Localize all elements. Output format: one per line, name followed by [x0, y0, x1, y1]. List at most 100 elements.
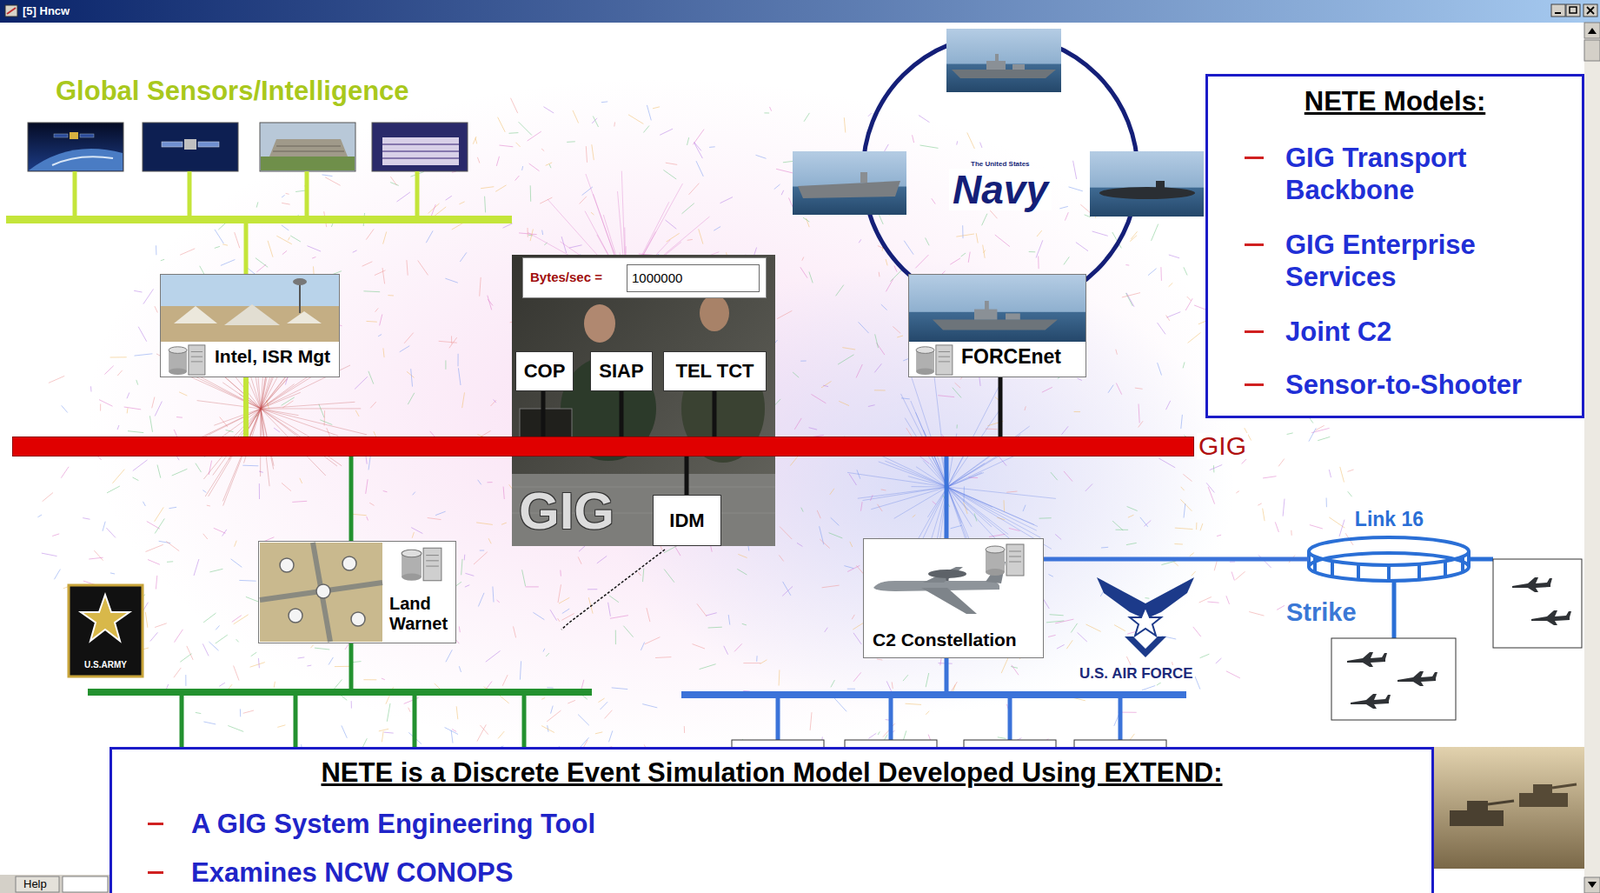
network-strand — [456, 705, 459, 719]
decoration — [1586, 6, 1594, 14]
network-strand — [1068, 186, 1083, 192]
decoration — [1554, 12, 1561, 14]
network-strand — [1145, 597, 1150, 599]
network-strand — [503, 223, 513, 228]
network-strand — [172, 468, 188, 476]
network-strand — [1290, 530, 1292, 536]
network-strand — [1160, 266, 1162, 281]
network-strand — [478, 479, 482, 485]
network-strand — [847, 688, 856, 690]
network-strand — [1055, 533, 1062, 539]
network-strand — [696, 160, 704, 177]
tank-picture — [1434, 746, 1585, 869]
network-strand — [479, 277, 482, 297]
service-label: TEL TCT — [675, 359, 754, 383]
network-strand — [572, 110, 579, 124]
bullet-row: GIG Transport Backbone — [1285, 141, 1570, 206]
network-strand — [352, 661, 362, 663]
network-strand — [412, 491, 416, 496]
network-strand — [425, 230, 433, 243]
network-strand — [48, 375, 65, 383]
network-strand — [281, 194, 286, 198]
network-strand — [493, 399, 497, 404]
network-strand — [705, 612, 718, 616]
network-strand — [558, 597, 570, 604]
network-strand — [1168, 282, 1174, 287]
network-strand — [863, 486, 949, 501]
network-strand — [643, 568, 644, 583]
network-strand — [282, 250, 287, 254]
network-strand — [215, 624, 220, 630]
text-slot: FORCEnet — [961, 345, 1062, 368]
text-slot: Intel, ISR Mgt — [214, 345, 331, 367]
network-strand — [106, 485, 120, 493]
network-strand — [920, 145, 939, 148]
datalink-ring: Link 16 — [1308, 507, 1470, 581]
decoration — [288, 608, 303, 623]
network-strand — [1086, 624, 1102, 631]
network-strand — [543, 106, 554, 113]
network-strand — [334, 665, 351, 667]
network-strand — [1214, 560, 1217, 571]
network-strand — [174, 629, 184, 643]
network-strand — [260, 407, 361, 409]
network-strand — [411, 368, 413, 386]
network-strand — [967, 132, 976, 150]
network-strand — [830, 679, 836, 687]
network-strand — [611, 687, 629, 690]
network-strand — [292, 500, 307, 502]
network-strand — [1195, 676, 1201, 690]
network-strand — [324, 410, 326, 426]
network-strand — [136, 379, 139, 386]
network-strand — [878, 461, 948, 487]
network-strand — [881, 304, 888, 311]
ship-picture — [908, 273, 1087, 378]
army-logo — [68, 584, 592, 750]
network-strand — [545, 652, 550, 657]
network-strand — [609, 595, 619, 603]
decoration — [1347, 651, 1388, 667]
network-strand — [1075, 242, 1089, 252]
network-strand — [176, 416, 183, 419]
network-strand — [947, 425, 1030, 487]
network-strand — [1317, 436, 1330, 440]
network-strand — [1077, 378, 1083, 380]
network-strand — [214, 229, 224, 244]
network-strand — [1166, 400, 1171, 410]
network-strand — [1138, 420, 1144, 427]
network-strand — [459, 252, 467, 262]
network-strand — [206, 504, 211, 507]
network-strand — [1309, 524, 1323, 529]
system-box: C2 Constellation — [863, 537, 1044, 658]
network-strand — [577, 714, 590, 726]
network-strand — [1339, 519, 1345, 537]
network-strand — [243, 710, 254, 713]
network-strand — [127, 431, 144, 433]
network-strand — [193, 558, 200, 576]
network-strand — [774, 184, 781, 190]
decoration — [699, 294, 730, 332]
sensor-pictures — [6, 122, 512, 274]
network-strand — [132, 459, 148, 472]
bullet-item: A GIG System Engineering Tool — [191, 807, 1420, 840]
network-strand — [53, 569, 60, 580]
network-strand — [585, 146, 587, 163]
network-strand — [640, 642, 644, 651]
network-strand — [501, 522, 507, 525]
decoration — [224, 304, 280, 326]
network-strand — [408, 707, 411, 712]
network-strand — [720, 197, 734, 204]
network-strand — [374, 270, 386, 276]
decoration — [142, 122, 239, 172]
network-strand — [902, 674, 909, 681]
network-strand — [239, 708, 241, 717]
text-slot: Global Sensors/Intelligence — [53, 75, 412, 107]
bullet-item: GIG Transport Backbone — [1285, 141, 1570, 206]
network-strand — [980, 142, 983, 148]
decoration — [312, 542, 331, 642]
network-strand — [579, 196, 587, 205]
service-box: TEL TCT — [663, 351, 767, 392]
network-strand — [975, 232, 978, 243]
decoration — [1552, 783, 1577, 788]
